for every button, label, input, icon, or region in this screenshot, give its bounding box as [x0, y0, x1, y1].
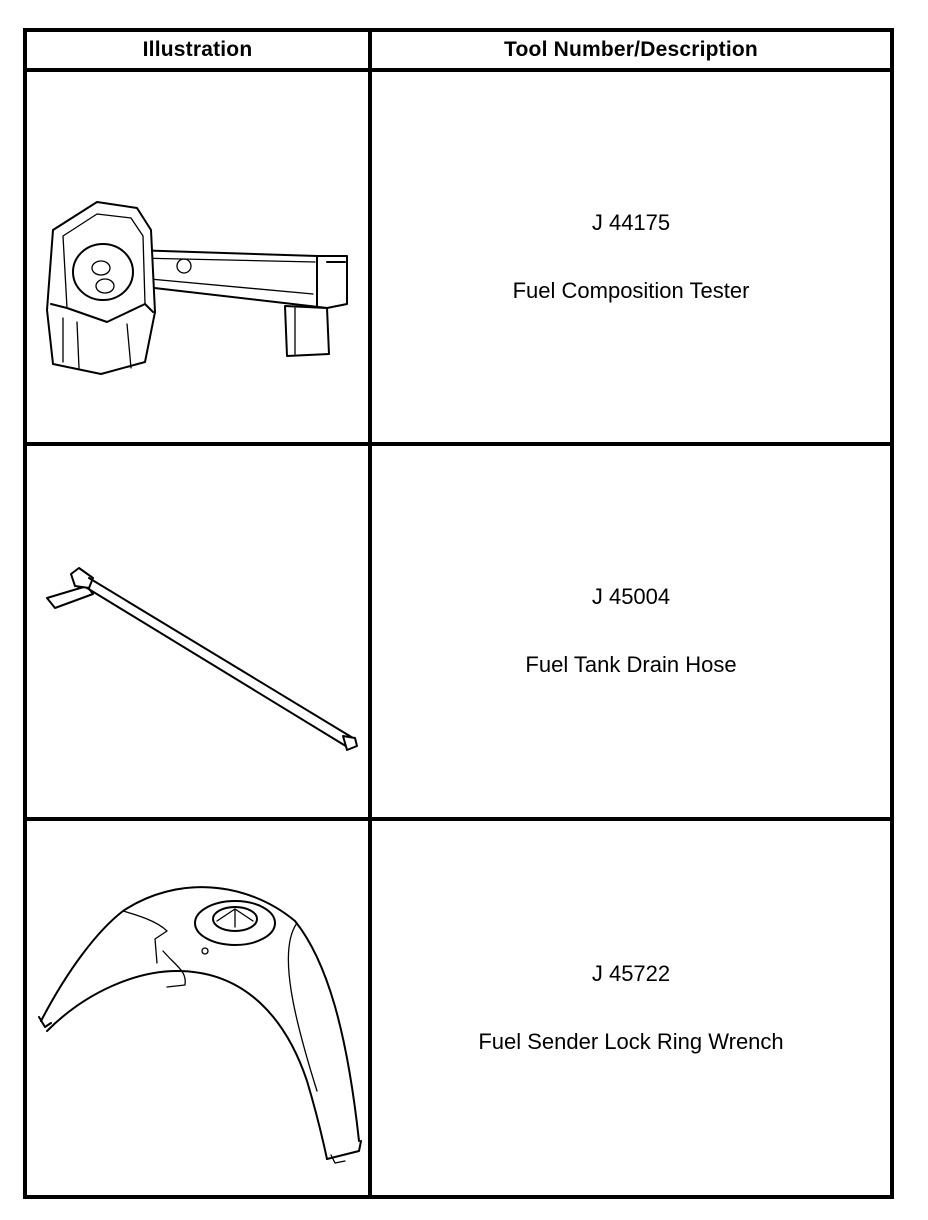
table-row-1-illustration — [27, 72, 372, 447]
table-row-1-description-cell: J 44175 Fuel Composition Tester — [372, 72, 890, 447]
table-row-3-description-cell: J 45722 Fuel Sender Lock Ring Wrench — [372, 821, 890, 1195]
header-illustration: Illustration — [27, 32, 372, 72]
header-tool-number-description: Tool Number/Description — [372, 32, 890, 72]
tool-table: Illustration Tool Number/Description J 4… — [23, 28, 894, 1199]
lock-ring-wrench-illustration — [38, 885, 362, 1164]
tool-description: Fuel Tank Drain Hose — [525, 652, 737, 678]
tool-number: J 45722 — [591, 960, 671, 986]
tool-description: Fuel Sender Lock Ring Wrench — [478, 1028, 784, 1054]
tool-description: Fuel Composition Tester — [512, 278, 750, 304]
tool-number: J 45004 — [591, 584, 671, 610]
table-row-3-illustration — [27, 820, 372, 1195]
table-row-2-illustration — [27, 446, 372, 821]
fuel-tank-drain-hose-illustration — [46, 567, 358, 752]
table-row-2-description-cell: J 45004 Fuel Tank Drain Hose — [372, 446, 890, 821]
fuel-composition-tester-illustration — [46, 201, 348, 375]
tool-number: J 44175 — [591, 210, 671, 236]
